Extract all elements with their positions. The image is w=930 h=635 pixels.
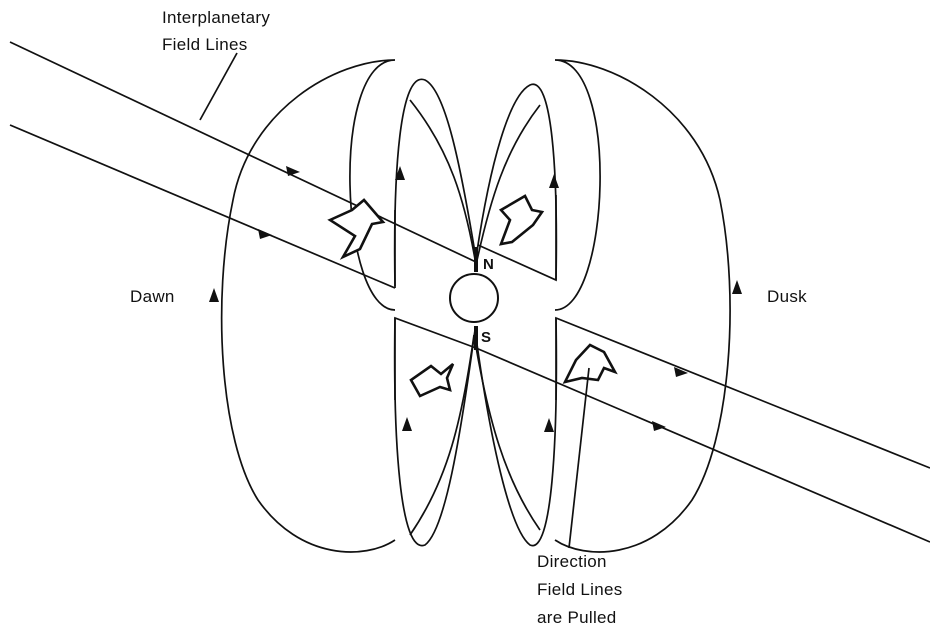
direction-label-line2: Field Lines bbox=[537, 580, 623, 599]
pull-arrow-north-right bbox=[498, 194, 545, 246]
pull-arrow-south-right bbox=[562, 343, 618, 384]
south-left-open-corner bbox=[394, 316, 477, 400]
arrow-north-left-lobe bbox=[395, 166, 405, 180]
north-cusp-field-line-right bbox=[475, 104, 541, 266]
north-left-lobe-loop bbox=[393, 78, 478, 287]
direction-leader-line bbox=[568, 367, 590, 549]
south-cusp-field-line-right bbox=[473, 334, 541, 531]
north-cusp-field-line-left bbox=[409, 99, 477, 266]
direction-label-line3: are Pulled bbox=[537, 608, 617, 627]
arrow-south-right-lobe bbox=[544, 418, 554, 432]
arrow-north-right-lobe bbox=[549, 174, 559, 188]
direction-label-line1: Direction bbox=[537, 552, 607, 571]
south-left-lobe-loop bbox=[393, 317, 476, 547]
arrow-dawn-loop bbox=[209, 288, 219, 302]
south-right-lobe-loop bbox=[474, 317, 558, 547]
dawn-outer-field-loop bbox=[220, 59, 396, 553]
interplanetary-label-line2: Field Lines bbox=[162, 35, 248, 54]
interplanetary-field-line-exit-upper bbox=[475, 347, 930, 543]
pull-arrow-south-left bbox=[409, 363, 455, 398]
south-right-open-corner bbox=[555, 316, 930, 469]
arrow-exit-lower bbox=[652, 421, 666, 431]
interplanetary-leader-line bbox=[199, 52, 238, 121]
arrow-exit-upper bbox=[674, 367, 688, 377]
arrow-lower-line bbox=[258, 229, 272, 239]
arrow-upper-line bbox=[286, 166, 300, 176]
arrow-dusk-loop bbox=[732, 280, 742, 294]
arrow-south-left-lobe bbox=[402, 417, 412, 431]
dusk-outer-field-loop bbox=[554, 59, 731, 553]
field-direction-arrows bbox=[209, 166, 742, 432]
north-right-open-corner bbox=[477, 195, 557, 282]
north-right-lobe-loop bbox=[474, 83, 558, 281]
south-cusp-field-line-left bbox=[409, 334, 475, 536]
dawn-label: Dawn bbox=[130, 287, 175, 306]
interplanetary-field-line-lower bbox=[9, 124, 396, 289]
north-pole-label: N bbox=[483, 256, 495, 273]
interplanetary-label-line1: Interplanetary bbox=[162, 8, 271, 27]
dusk-label: Dusk bbox=[767, 287, 807, 306]
planet-circle bbox=[449, 273, 499, 323]
pull-arrow-north-left bbox=[327, 198, 386, 260]
interplanetary-field-line-upper bbox=[9, 41, 477, 263]
south-pole-label: S bbox=[481, 329, 492, 346]
